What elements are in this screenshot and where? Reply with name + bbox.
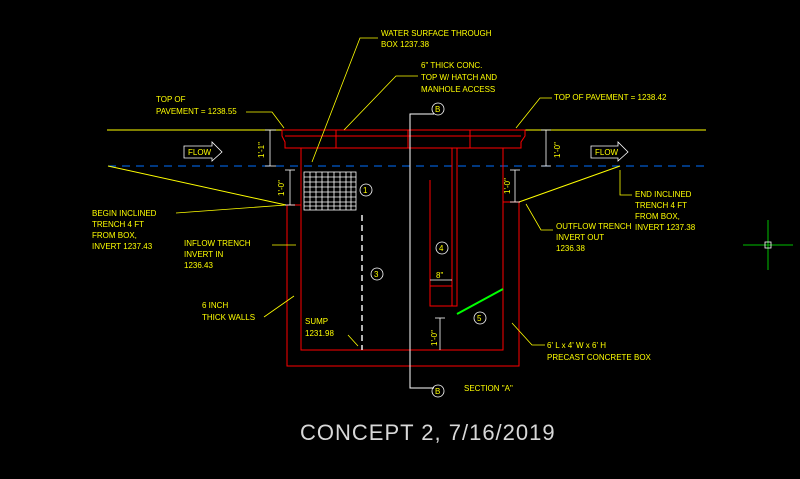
dim-bottom: 1'-0" — [430, 330, 439, 346]
label-inflow-trench-1: INFLOW TRENCH — [184, 239, 251, 248]
section-marker-top: B — [435, 105, 440, 114]
callout-circles — [359, 183, 487, 325]
label-top-conc-3: MANHOLE ACCESS — [421, 85, 495, 94]
label-inflow-trench-2: INVERT IN — [184, 250, 223, 259]
dim-right-mid: 1'-0" — [503, 178, 512, 194]
flow-arrow-left — [183, 141, 223, 162]
callout-1: 1 — [363, 186, 368, 195]
section-cut-line — [409, 113, 434, 389]
label-end-trench-2: TRENCH 4 FT — [635, 201, 687, 210]
label-outflow-trench-2: INVERT OUT — [556, 233, 604, 242]
label-outflow-trench-3: 1236.38 — [556, 244, 585, 253]
section-markers — [431, 102, 445, 398]
label-top-conc-1: 6" THICK CONC. — [421, 61, 482, 70]
label-flow-right: FLOW — [595, 148, 619, 157]
dim-eight: 8" — [436, 271, 443, 280]
label-walls-2: THICK WALLS — [202, 313, 255, 322]
dim-right-top: 1'-0" — [553, 142, 562, 158]
label-begin-trench-2: TRENCH 4 FT — [92, 220, 144, 229]
label-end-trench-4: INVERT 1237.38 — [635, 223, 696, 232]
label-begin-trench-1: BEGIN INCLINED — [92, 209, 157, 218]
label-end-trench-3: FROM BOX, — [635, 212, 680, 221]
inflow-grate — [303, 171, 357, 211]
callout-4: 4 — [439, 244, 444, 253]
label-precast-box-2: PRECAST CONCRETE BOX — [547, 353, 652, 362]
label-begin-trench-3: FROM BOX, — [92, 231, 137, 240]
label-water-surface-1: WATER SURFACE THROUGH — [381, 29, 492, 38]
label-sump-2: 1231.98 — [305, 329, 334, 338]
callout-5: 5 — [477, 314, 482, 323]
label-flow-left: FLOW — [188, 148, 212, 157]
label-top-pave-left-1: TOP OF — [156, 95, 186, 104]
dimension-marks — [265, 129, 551, 350]
label-outflow-trench-1: OUTFLOW TRENCH — [556, 222, 632, 231]
label-top-pave-left-2: PAVEMENT = 1238.55 — [156, 107, 237, 116]
label-top-conc-2: TOP W/ HATCH AND — [421, 73, 497, 82]
outflow-baffle — [456, 288, 504, 315]
label-water-surface-2: BOX 1237.38 — [381, 40, 430, 49]
label-begin-trench-4: INVERT 1237.43 — [92, 242, 153, 251]
dim-left-top: 1'-1" — [257, 142, 266, 158]
callout-3: 3 — [374, 270, 379, 279]
inclined-trench-lines — [107, 165, 621, 206]
leader-lines — [175, 37, 632, 347]
label-end-trench-1: END INCLINED — [635, 190, 692, 199]
label-top-pave-right: TOP OF PAVEMENT = 1238.42 — [554, 93, 667, 102]
label-sump-1: SUMP — [305, 317, 328, 326]
section-title: SECTION "A" — [464, 384, 513, 393]
section-marker-bottom: B — [435, 387, 440, 396]
label-precast-box-1: 6' L x 4' W x 6' H — [547, 341, 606, 350]
label-inflow-trench-3: 1236.43 — [184, 261, 213, 270]
label-walls-1: 6 INCH — [202, 301, 228, 310]
dim-left-mid: 1'-0" — [277, 180, 286, 196]
flow-arrow-right — [590, 141, 629, 162]
drawing-title: CONCEPT 2, 7/16/2019 — [300, 420, 556, 445]
crosshair-cursor — [743, 220, 793, 270]
